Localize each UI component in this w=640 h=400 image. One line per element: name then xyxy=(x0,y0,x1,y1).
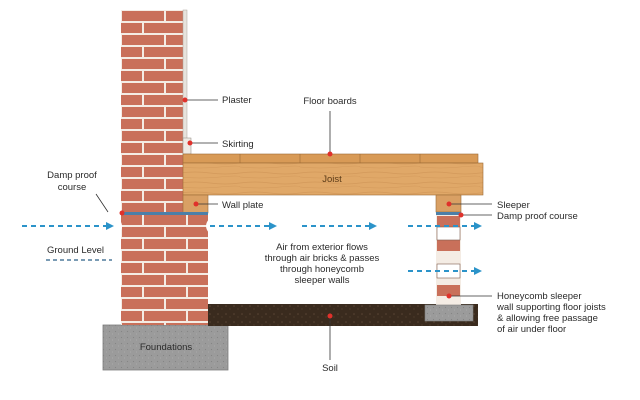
label-skirting: Skirting xyxy=(222,139,254,150)
label-ground-level: Ground Level xyxy=(47,245,104,256)
soil-marker xyxy=(327,313,333,319)
label-soil: Soil xyxy=(322,363,338,374)
air-brick-opening-right xyxy=(206,218,210,234)
floor-boards-marker xyxy=(327,151,333,157)
label-joist: Joist xyxy=(322,174,342,185)
label-honeycomb-line1: Honeycomb sleeper xyxy=(497,291,582,302)
foundation-block xyxy=(102,324,229,371)
skirting-marker xyxy=(187,140,193,146)
outer-brick-wall xyxy=(121,10,183,325)
sleeper-wall-footing xyxy=(424,304,474,322)
label-air-flow-line2: through air bricks & passes xyxy=(265,253,380,264)
label-air-flow-line4: sleeper walls xyxy=(295,275,350,286)
soil-layer xyxy=(208,304,478,326)
honeycomb-sleeper-wall xyxy=(436,215,461,305)
wall-plate-marker xyxy=(193,201,199,207)
label-air-flow-line3: through honeycomb xyxy=(280,264,364,275)
label-dpc-left-line1: Damp proof xyxy=(47,170,97,181)
plaster-marker xyxy=(182,97,188,103)
label-sleeper: Sleeper xyxy=(497,200,530,211)
label-honeycomb-line2: wall supporting floor joists xyxy=(496,302,606,313)
label-air-flow-line1: Air from exterior flows xyxy=(276,242,368,253)
label-dpc-right: Damp proof course xyxy=(497,211,578,222)
joist xyxy=(182,162,484,196)
damp-proof-course-left-marker xyxy=(119,210,125,216)
inner-brick-leaf xyxy=(183,214,208,325)
label-honeycomb-line4: of air under floor xyxy=(497,324,566,335)
sleeper-marker xyxy=(446,201,452,207)
honeycomb-wall-marker xyxy=(446,293,452,299)
damp-proof-course-right xyxy=(436,212,461,215)
label-foundations: Foundations xyxy=(140,342,193,353)
damp-proof-course-left xyxy=(121,212,208,215)
label-plaster: Plaster xyxy=(222,95,252,106)
skirting-board xyxy=(182,137,192,155)
label-floor-boards: Floor boards xyxy=(303,96,357,107)
plaster-layer xyxy=(182,9,188,157)
air-brick-opening-left xyxy=(118,218,122,234)
damp-proof-course-right-marker xyxy=(458,212,464,218)
label-honeycomb-line3: & allowing free passage xyxy=(497,313,598,324)
label-wall-plate: Wall plate xyxy=(222,200,263,211)
label-dpc-left-line2: course xyxy=(58,182,87,193)
